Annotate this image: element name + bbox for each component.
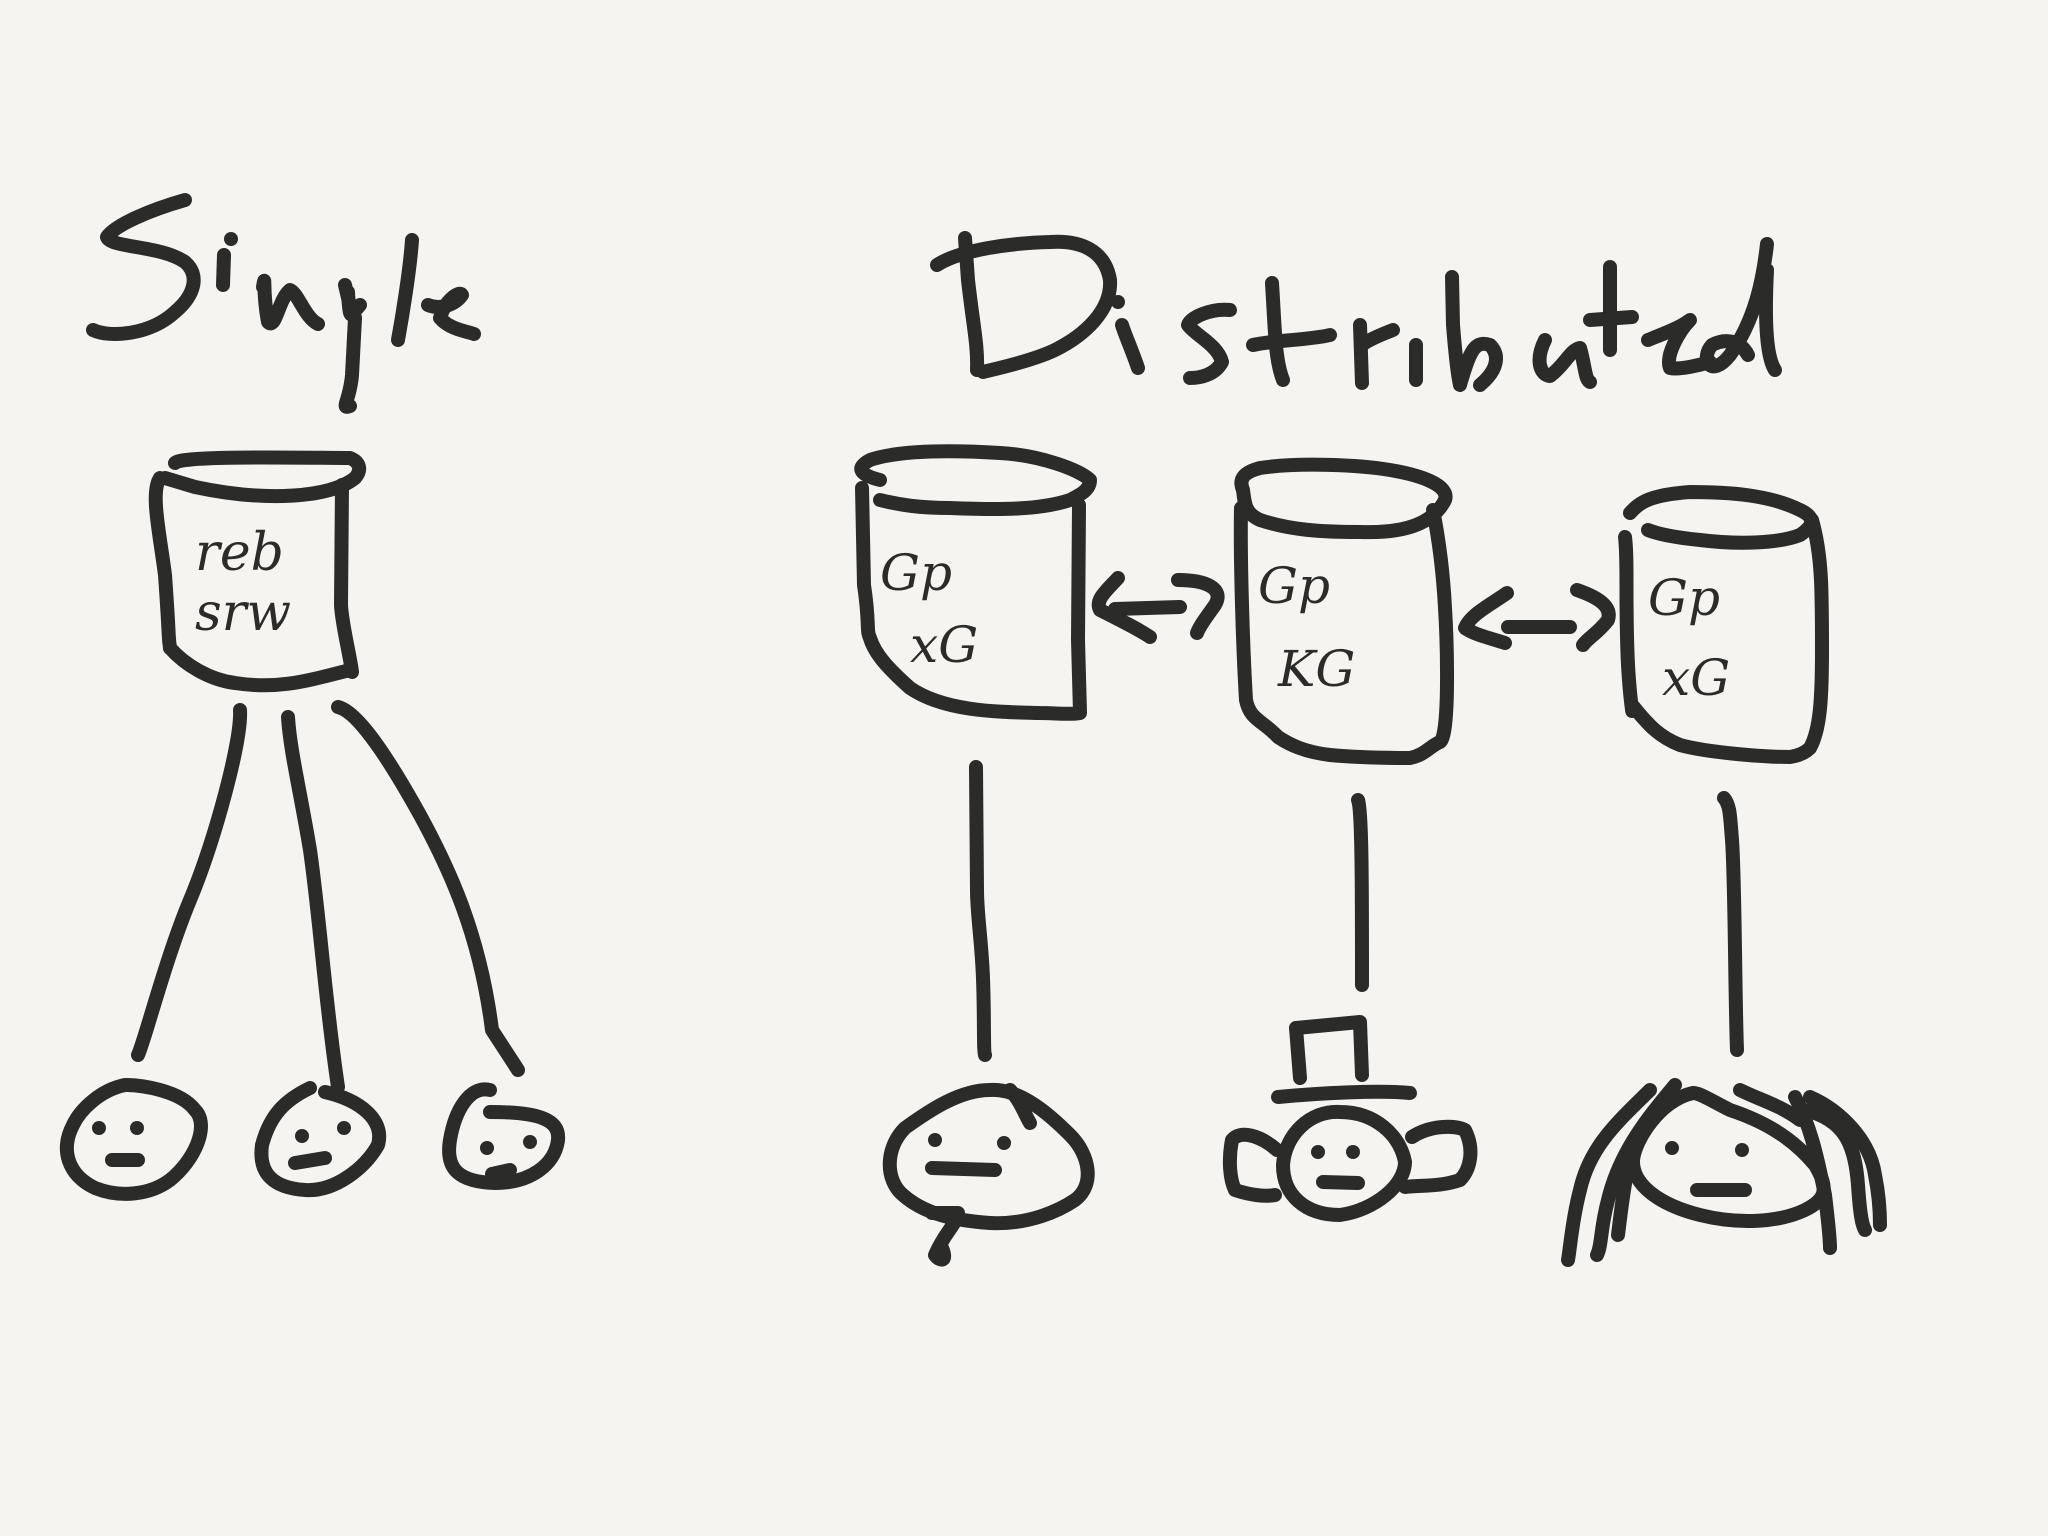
distributed-database-3-label-1: Gp (1648, 569, 1720, 627)
single-user-3 (442, 1082, 566, 1190)
single-database-label-1: reb (195, 523, 284, 583)
replication-arrow-2 (1458, 583, 1616, 652)
replication-arrow-1 (1091, 571, 1225, 644)
single-title (86, 193, 481, 414)
distributed-connector-2 (1351, 793, 1369, 992)
single-user-1 (59, 1078, 208, 1201)
single-connector-3 (331, 700, 525, 1077)
single-connector-1 (131, 703, 248, 1062)
distributed-connector-3 (1717, 791, 1744, 1057)
distributed-database-3-label-2: xG (1662, 649, 1730, 707)
distributed-database-2: Gp KG (1233, 457, 1455, 765)
distributed-database-3: Gp xG (1618, 485, 1829, 764)
distributed-connector-1 (969, 760, 992, 1062)
single-user-2 (254, 1081, 387, 1198)
distributed-database-2-label-1: Gp (1258, 557, 1330, 615)
distributed-database-2-label-2: KG (1277, 640, 1355, 698)
single-database: reb srw (148, 450, 367, 693)
distributed-user-1 (882, 1082, 1095, 1267)
distributed-database-1: Gp xG (854, 444, 1097, 721)
distributed-database-1-label-1: Gp (880, 544, 952, 602)
distributed-title (930, 231, 1782, 392)
distributed-user-3 (1561, 1078, 1887, 1267)
single-database-label-2: srw (195, 583, 291, 643)
single-connector-2 (281, 710, 345, 1094)
distributed-user-2 (1222, 1015, 1478, 1222)
distributed-database-1-label-2: xG (910, 616, 978, 674)
